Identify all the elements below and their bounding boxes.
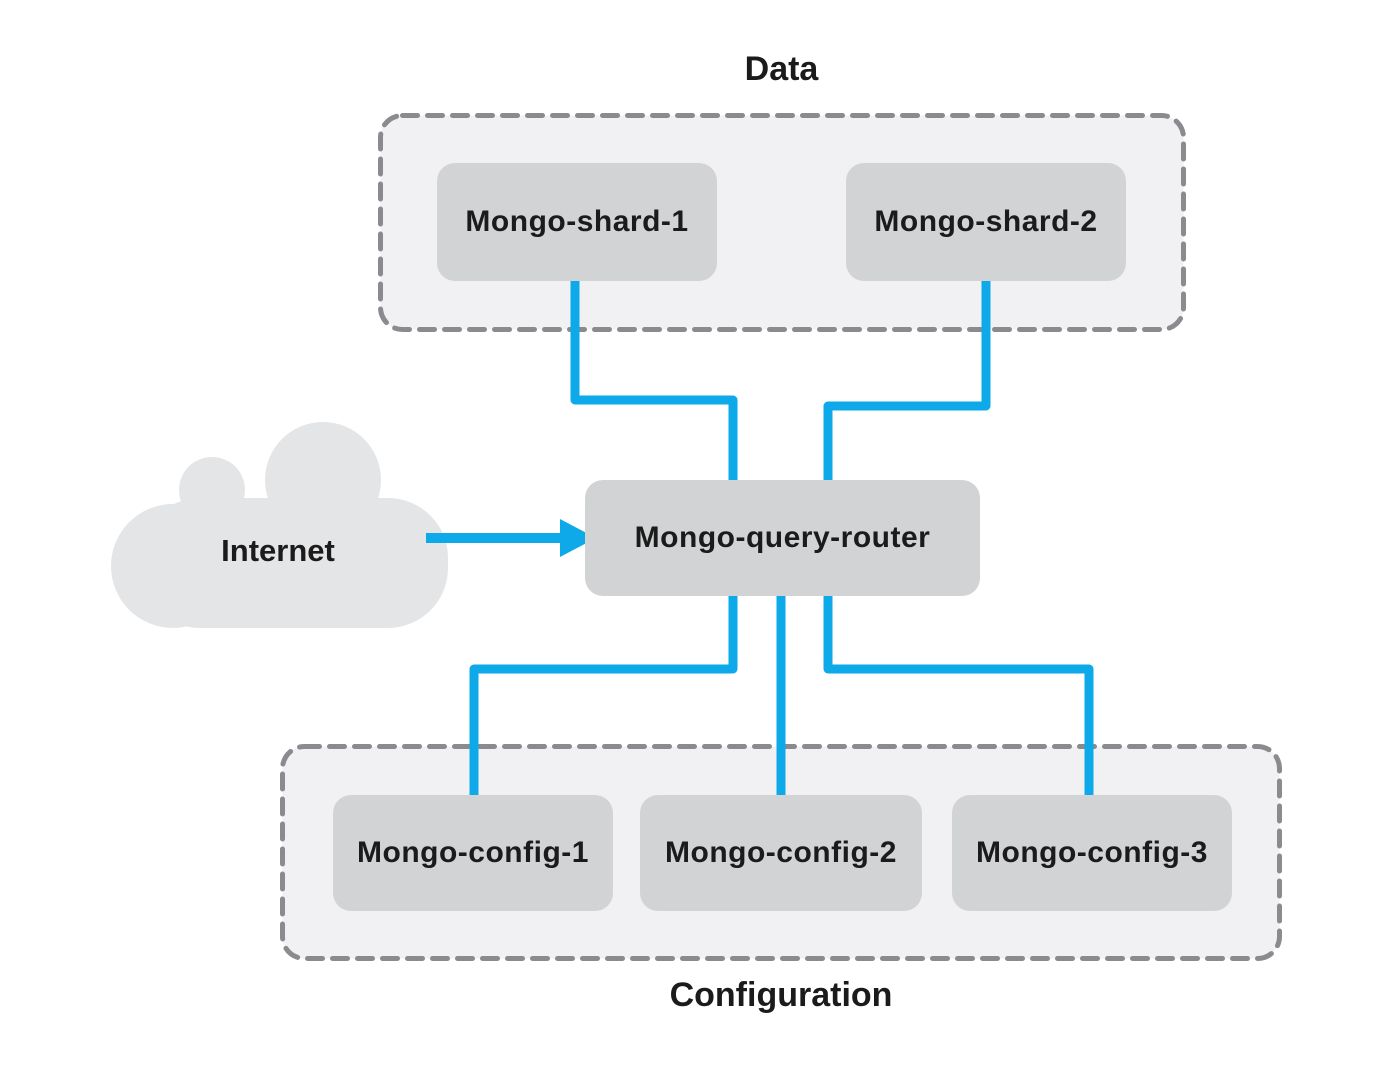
configuration-group-title: Configuration bbox=[669, 976, 893, 1014]
node-mongo-config-1-label: Mongo-config-1 bbox=[357, 836, 589, 869]
connector-shard2-router bbox=[823, 278, 991, 482]
node-mongo-config-2-label: Mongo-config-2 bbox=[665, 836, 897, 869]
node-mongo-shard-2-label: Mongo-shard-2 bbox=[874, 205, 1098, 238]
node-mongo-config-3: Mongo-config-3 bbox=[952, 795, 1232, 911]
cloud-icon bbox=[111, 422, 448, 628]
node-mongo-config-1: Mongo-config-1 bbox=[333, 795, 613, 911]
node-mongo-query-router: Mongo-query-router bbox=[585, 480, 980, 596]
internet-cloud-label: Internet bbox=[221, 533, 335, 568]
node-mongo-config-2: Mongo-config-2 bbox=[640, 795, 922, 911]
node-mongo-config-3-label: Mongo-config-3 bbox=[976, 836, 1208, 869]
internet-arrow-icon bbox=[426, 519, 596, 557]
node-mongo-query-router-label: Mongo-query-router bbox=[634, 521, 931, 554]
connector-router-config1 bbox=[469, 594, 738, 798]
node-mongo-shard-2: Mongo-shard-2 bbox=[846, 163, 1126, 281]
connector-shard1-router bbox=[570, 278, 738, 482]
node-mongo-shard-1: Mongo-shard-1 bbox=[437, 163, 717, 281]
node-mongo-shard-1-label: Mongo-shard-1 bbox=[465, 205, 689, 238]
connector-router-config3 bbox=[823, 594, 1094, 798]
data-group-title: Data bbox=[744, 50, 819, 88]
